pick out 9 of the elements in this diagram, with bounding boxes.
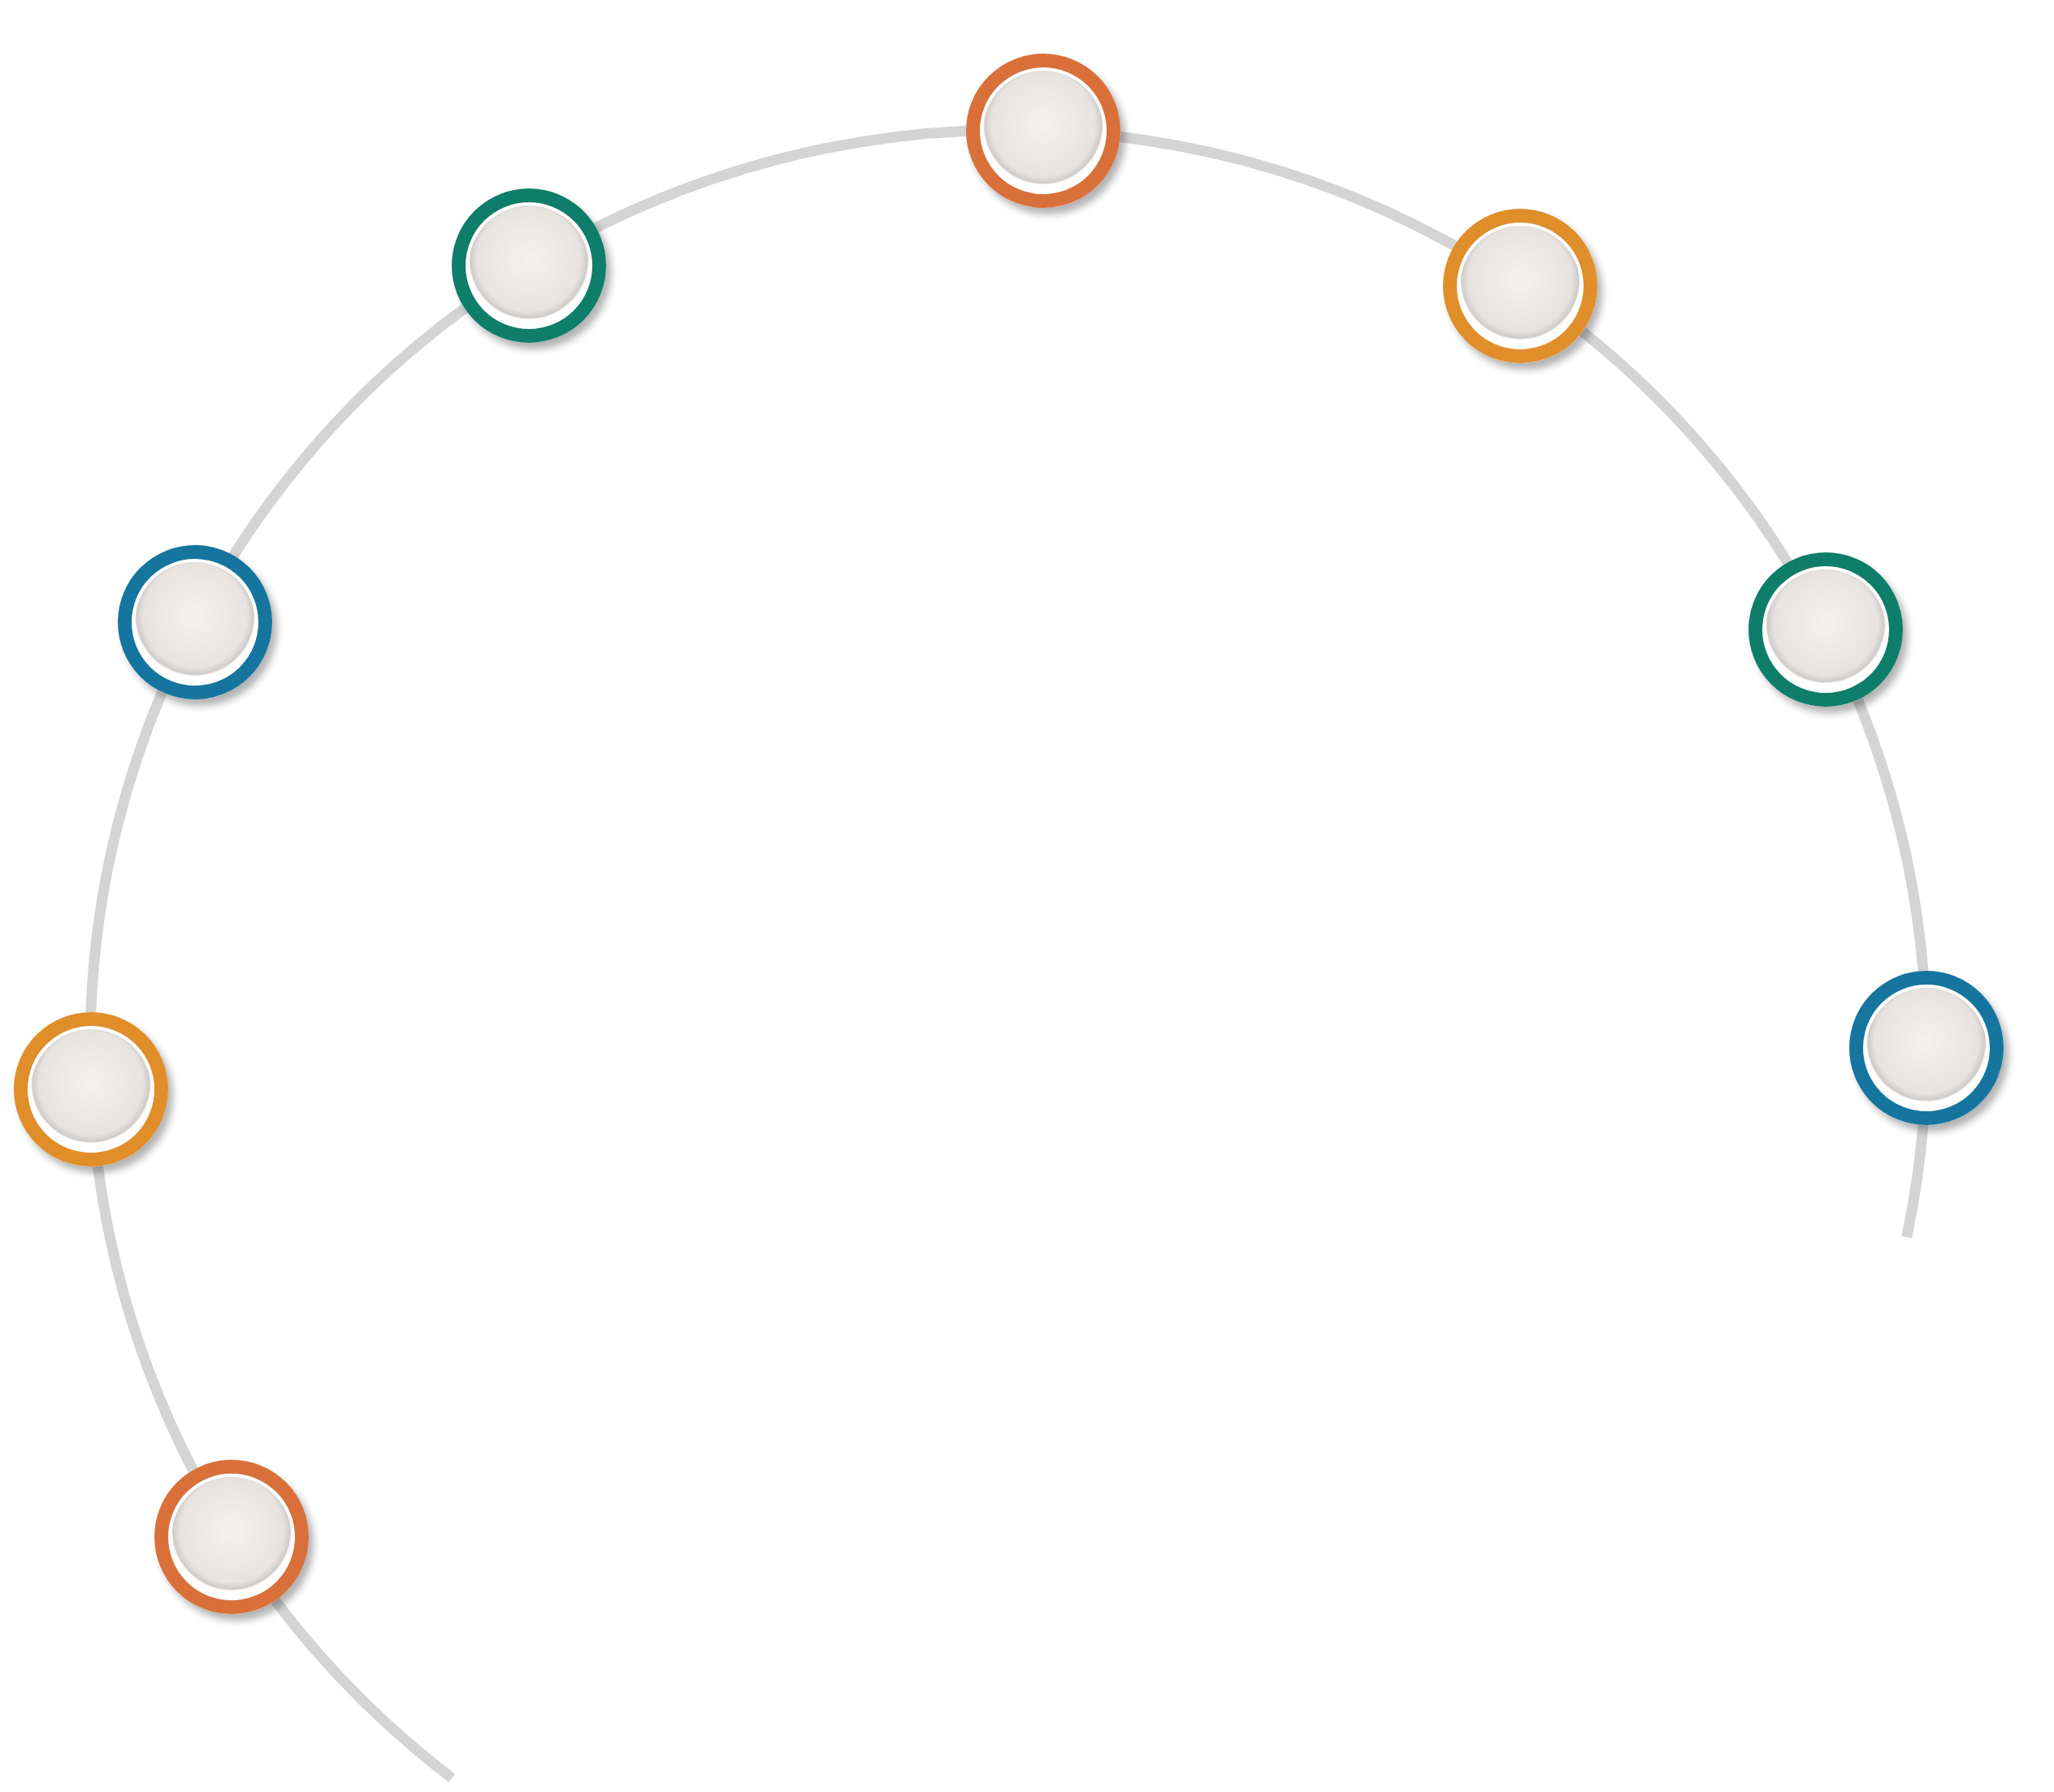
arc-line [85, 690, 167, 1013]
arc-line [594, 125, 968, 233]
arc-line [1901, 1124, 1929, 1239]
arc-line [93, 1165, 198, 1473]
arc-line [1579, 327, 1792, 566]
arc-line [271, 1597, 456, 1782]
arc-line [1852, 698, 1929, 972]
arc-line [228, 304, 468, 559]
arc-line [1119, 132, 1458, 251]
